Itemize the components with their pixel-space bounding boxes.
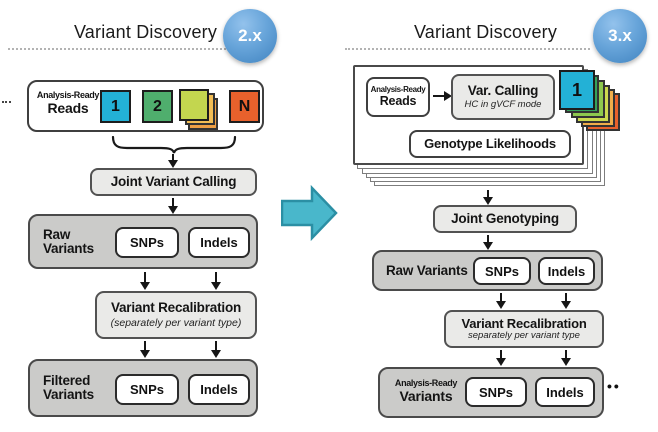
right-column-title: Variant Discovery <box>413 22 558 42</box>
arrow-down-icon <box>210 341 221 358</box>
sample-2-tile: 2 <box>142 90 173 123</box>
arrow-down-icon <box>167 154 178 168</box>
indels-pill: Indels <box>188 374 250 405</box>
version-badge-2x: 2.x <box>223 9 277 63</box>
arrow-down-icon <box>482 190 493 205</box>
more-samples-ellipsis: •• <box>607 378 621 394</box>
arrow-down-icon <box>167 198 178 214</box>
analysis-ready-variants-box: Analysis-Ready Variants SNPs Indels <box>378 367 604 418</box>
snps-pill: SNPs <box>465 377 527 407</box>
reads-box-right: Analysis-Ready Reads <box>366 77 430 117</box>
arrow-down-icon <box>560 293 571 309</box>
sample-1-tile-right: 1 <box>559 70 595 110</box>
sample-1-tile: 1 <box>100 90 131 123</box>
indels-pill: Indels <box>538 257 595 285</box>
left-column-title: Variant Discovery <box>73 22 218 42</box>
joint-variant-calling-box: Joint Variant Calling <box>90 168 257 196</box>
arrow-right-icon <box>433 90 452 101</box>
snps-pill: SNPs <box>115 374 179 405</box>
arrow-down-icon <box>495 350 506 366</box>
sample-stack-top-card <box>179 89 209 121</box>
snps-pill: SNPs <box>115 227 179 258</box>
reads-label-bottom: Reads <box>47 99 89 116</box>
arrow-down-icon <box>495 293 506 309</box>
raw-variants-box-right: Raw Variants SNPs Indels <box>372 250 603 291</box>
genotype-likelihoods-box: Genotype Likelihoods <box>409 130 571 158</box>
version-badge-3x: 3.x <box>593 9 647 63</box>
filtered-variants-box: Filtered Variants SNPs Indels <box>28 359 258 417</box>
variant-recalibration-box-right: Variant Recalibration separately per var… <box>444 310 604 348</box>
indels-pill: Indels <box>535 377 595 407</box>
arrow-down-icon <box>482 235 493 250</box>
snps-pill: SNPs <box>473 257 531 285</box>
dotted-stub <box>2 101 11 103</box>
joint-genotyping-box: Joint Genotyping <box>433 205 577 233</box>
left-divider-dotted-line <box>8 48 230 50</box>
arrow-down-icon <box>560 350 571 366</box>
raw-variants-box-left: Raw Variants SNPs Indels <box>28 214 258 269</box>
transition-arrow-icon <box>281 185 338 241</box>
arrow-down-icon <box>139 341 150 358</box>
reads-label-top: Analysis-Ready <box>36 90 100 100</box>
sample-n-tile: N <box>229 90 260 123</box>
right-divider-dotted-line <box>345 48 590 50</box>
arrow-down-icon <box>210 272 221 290</box>
gather-brace-icon <box>111 136 237 154</box>
indels-pill: Indels <box>188 227 250 258</box>
variant-recalibration-box-left: Variant Recalibration (separately per va… <box>95 291 257 339</box>
arrow-down-icon <box>139 272 150 290</box>
reads-box-left: Analysis-Ready Reads 1 2 N <box>27 80 264 132</box>
var-calling-box: Var. Calling HC in gVCF mode <box>451 74 555 120</box>
